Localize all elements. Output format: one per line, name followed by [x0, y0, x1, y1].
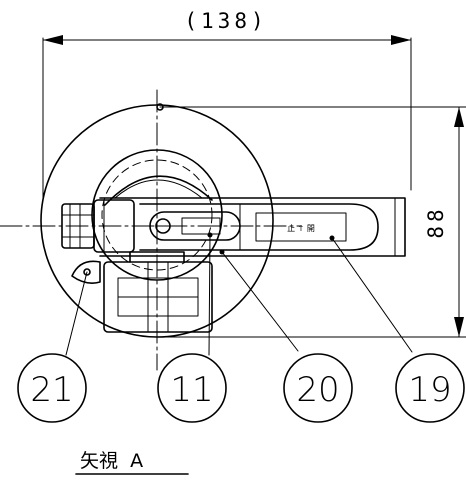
leader-19-dot: [329, 235, 335, 241]
view-label: 矢視 A: [80, 450, 143, 472]
handle-stem: [181, 217, 221, 235]
height-arrow-top: [454, 107, 464, 127]
handle-screw: [155, 218, 171, 234]
handle-inner-grip: [139, 203, 379, 251]
handle-slot: [149, 211, 241, 241]
height-arrow-bottom: [454, 317, 464, 337]
leader-lines: [65, 232, 413, 356]
leader-11: [208, 234, 211, 356]
balloon-20-circle: [283, 353, 353, 423]
leader-19: [331, 237, 413, 353]
handle-outline: [99, 197, 406, 257]
balloon-11: 11: [157, 353, 227, 423]
balloon-21-label: 21: [30, 370, 73, 410]
balloon-19: 19: [395, 353, 465, 423]
balloon-20-label: 20: [296, 370, 339, 410]
balloon-11-label: 11: [170, 370, 213, 410]
left-connection: [61, 199, 135, 253]
balloon-21: 21: [17, 353, 87, 423]
width-dimension-label: (138): [184, 9, 267, 33]
balloon-19-circle: [395, 353, 465, 423]
handle-marking: 止 ↑ 開: [287, 223, 315, 233]
handle-marking-box: [255, 212, 347, 242]
height-dimension: 88: [159, 106, 466, 338]
leader-20: [221, 251, 299, 352]
bottom-connector: [103, 251, 213, 333]
connector-neck: [129, 251, 185, 263]
balloon-20: 20: [283, 353, 353, 423]
height-dimension-label: 88: [424, 205, 448, 238]
balloon-11-circle: [157, 353, 227, 423]
side-tab: [71, 260, 101, 284]
leader-21: [65, 271, 88, 356]
view-label-group: 矢視 A: [75, 450, 189, 475]
balloon-19-label: 19: [408, 370, 451, 410]
lever-handle: 止 ↑ 開: [99, 175, 406, 257]
handle-guard-inner-arc: [114, 179, 203, 199]
connector-housing: [103, 261, 213, 333]
width-arrow-left: [43, 35, 63, 45]
leader-11-dot: [207, 232, 213, 238]
balloon-21-circle: [17, 353, 87, 423]
leader-20-dot: [219, 249, 225, 255]
width-dimension: (138): [42, 9, 412, 201]
left-body-block: [93, 199, 135, 253]
side-tab-hole: [83, 268, 91, 276]
width-arrow-right: [391, 35, 411, 45]
handle-guard-arc: [104, 175, 213, 206]
